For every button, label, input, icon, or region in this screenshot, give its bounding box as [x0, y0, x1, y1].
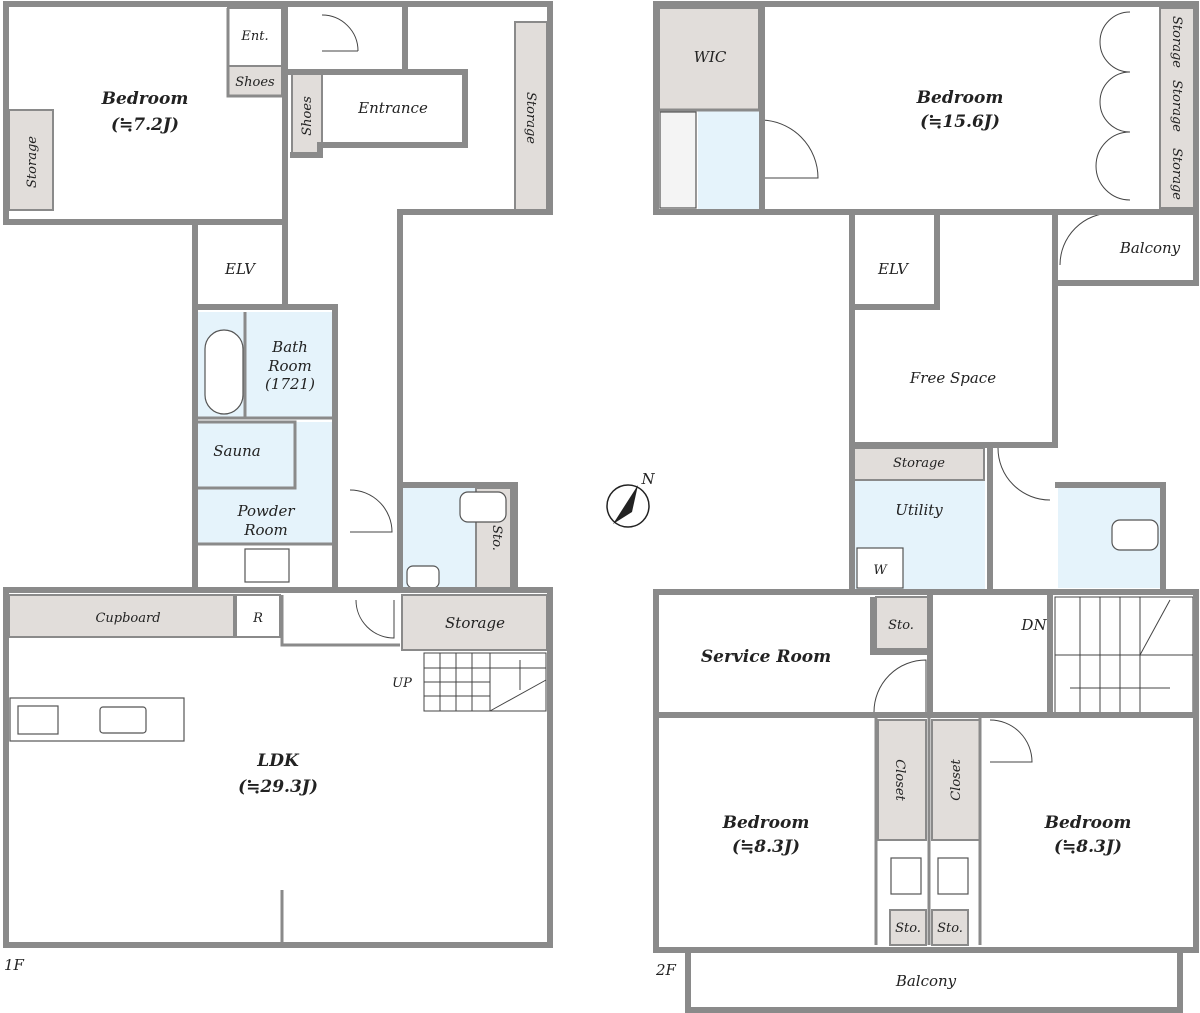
up-label: UP [392, 676, 412, 691]
closet-label-1: Closet [892, 759, 907, 801]
fridge-label: R [252, 611, 263, 626]
bedroom-right-label: Bedroom [1044, 813, 1132, 833]
balcony-side-label: Balcony [1119, 239, 1181, 257]
labels-2f: WIC Bedroom (≒15.6J) Storage Storage Sto… [655, 16, 1184, 990]
elv-2f-label: ELV [877, 260, 910, 278]
bath-label-2: Room [267, 357, 312, 375]
bedroom-1f-label: Bedroom [101, 89, 189, 109]
bedroom-main-label: Bedroom [916, 88, 1004, 108]
storage-2f-3: Storage [1169, 148, 1184, 200]
bath-label-3: (1721) [265, 375, 315, 393]
bath-label-1: Bath [271, 338, 308, 356]
powder-label-2: Room [243, 521, 288, 539]
closet-label-2: Closet [949, 758, 964, 800]
bedroom-right-size: (≒8.3J) [1054, 837, 1122, 857]
washer-label: W [873, 563, 888, 578]
free-space-label: Free Space [909, 369, 996, 387]
storage-2f-2: Storage [1169, 80, 1184, 132]
dn-label: DN [1020, 616, 1047, 634]
north-compass: N [606, 470, 655, 528]
bedroom-1f-size: (≒7.2J) [111, 115, 179, 135]
shoes-label-2: Shoes [300, 96, 315, 136]
sto-service-label: Sto. [888, 618, 914, 633]
balcony-bottom-label: Balcony [895, 972, 957, 990]
ldk-label: LDK [256, 751, 300, 771]
storage-stair-label: Storage [445, 614, 505, 632]
floor-1: Bedroom (≒7.2J) Ent. Shoes Shoes Entranc… [3, 1, 553, 974]
bedroom-left-label: Bedroom [722, 813, 810, 833]
ent-label: Ent. [240, 29, 268, 44]
floor-2: WIC Bedroom (≒15.6J) Storage Storage Sto… [653, 1, 1199, 1013]
sto-left-label: Sto. [895, 921, 921, 936]
elv-1f-label: ELV [224, 260, 257, 278]
sto-1f-label: Sto. [489, 525, 504, 551]
storage-left-label: Storage [25, 136, 40, 188]
entrance-label: Entrance [357, 99, 428, 117]
cupboard-label: Cupboard [95, 611, 160, 626]
powder-label-1: Powder [236, 502, 295, 520]
ldk-size: (≒29.3J) [238, 777, 318, 797]
labels-1f: Bedroom (≒7.2J) Ent. Shoes Shoes Entranc… [4, 29, 538, 974]
storage-2f-1: Storage [1169, 16, 1184, 68]
sauna-label: Sauna [213, 442, 260, 460]
floor-1-label: 1F [4, 956, 25, 974]
utility-label: Utility [895, 501, 943, 519]
storage-utility-label: Storage [893, 456, 945, 471]
wic-label: WIC [694, 48, 727, 66]
bedroom-left-size: (≒8.3J) [732, 837, 800, 857]
compass-n-label: N [640, 470, 655, 488]
service-room-label: Service Room [701, 647, 831, 667]
floor-2-label: 2F [655, 961, 677, 979]
bedroom-main-size: (≒15.6J) [920, 112, 1000, 132]
sto-right-label: Sto. [937, 921, 963, 936]
shoes-label-1: Shoes [235, 75, 275, 90]
storage-right-label: Storage [523, 92, 538, 144]
